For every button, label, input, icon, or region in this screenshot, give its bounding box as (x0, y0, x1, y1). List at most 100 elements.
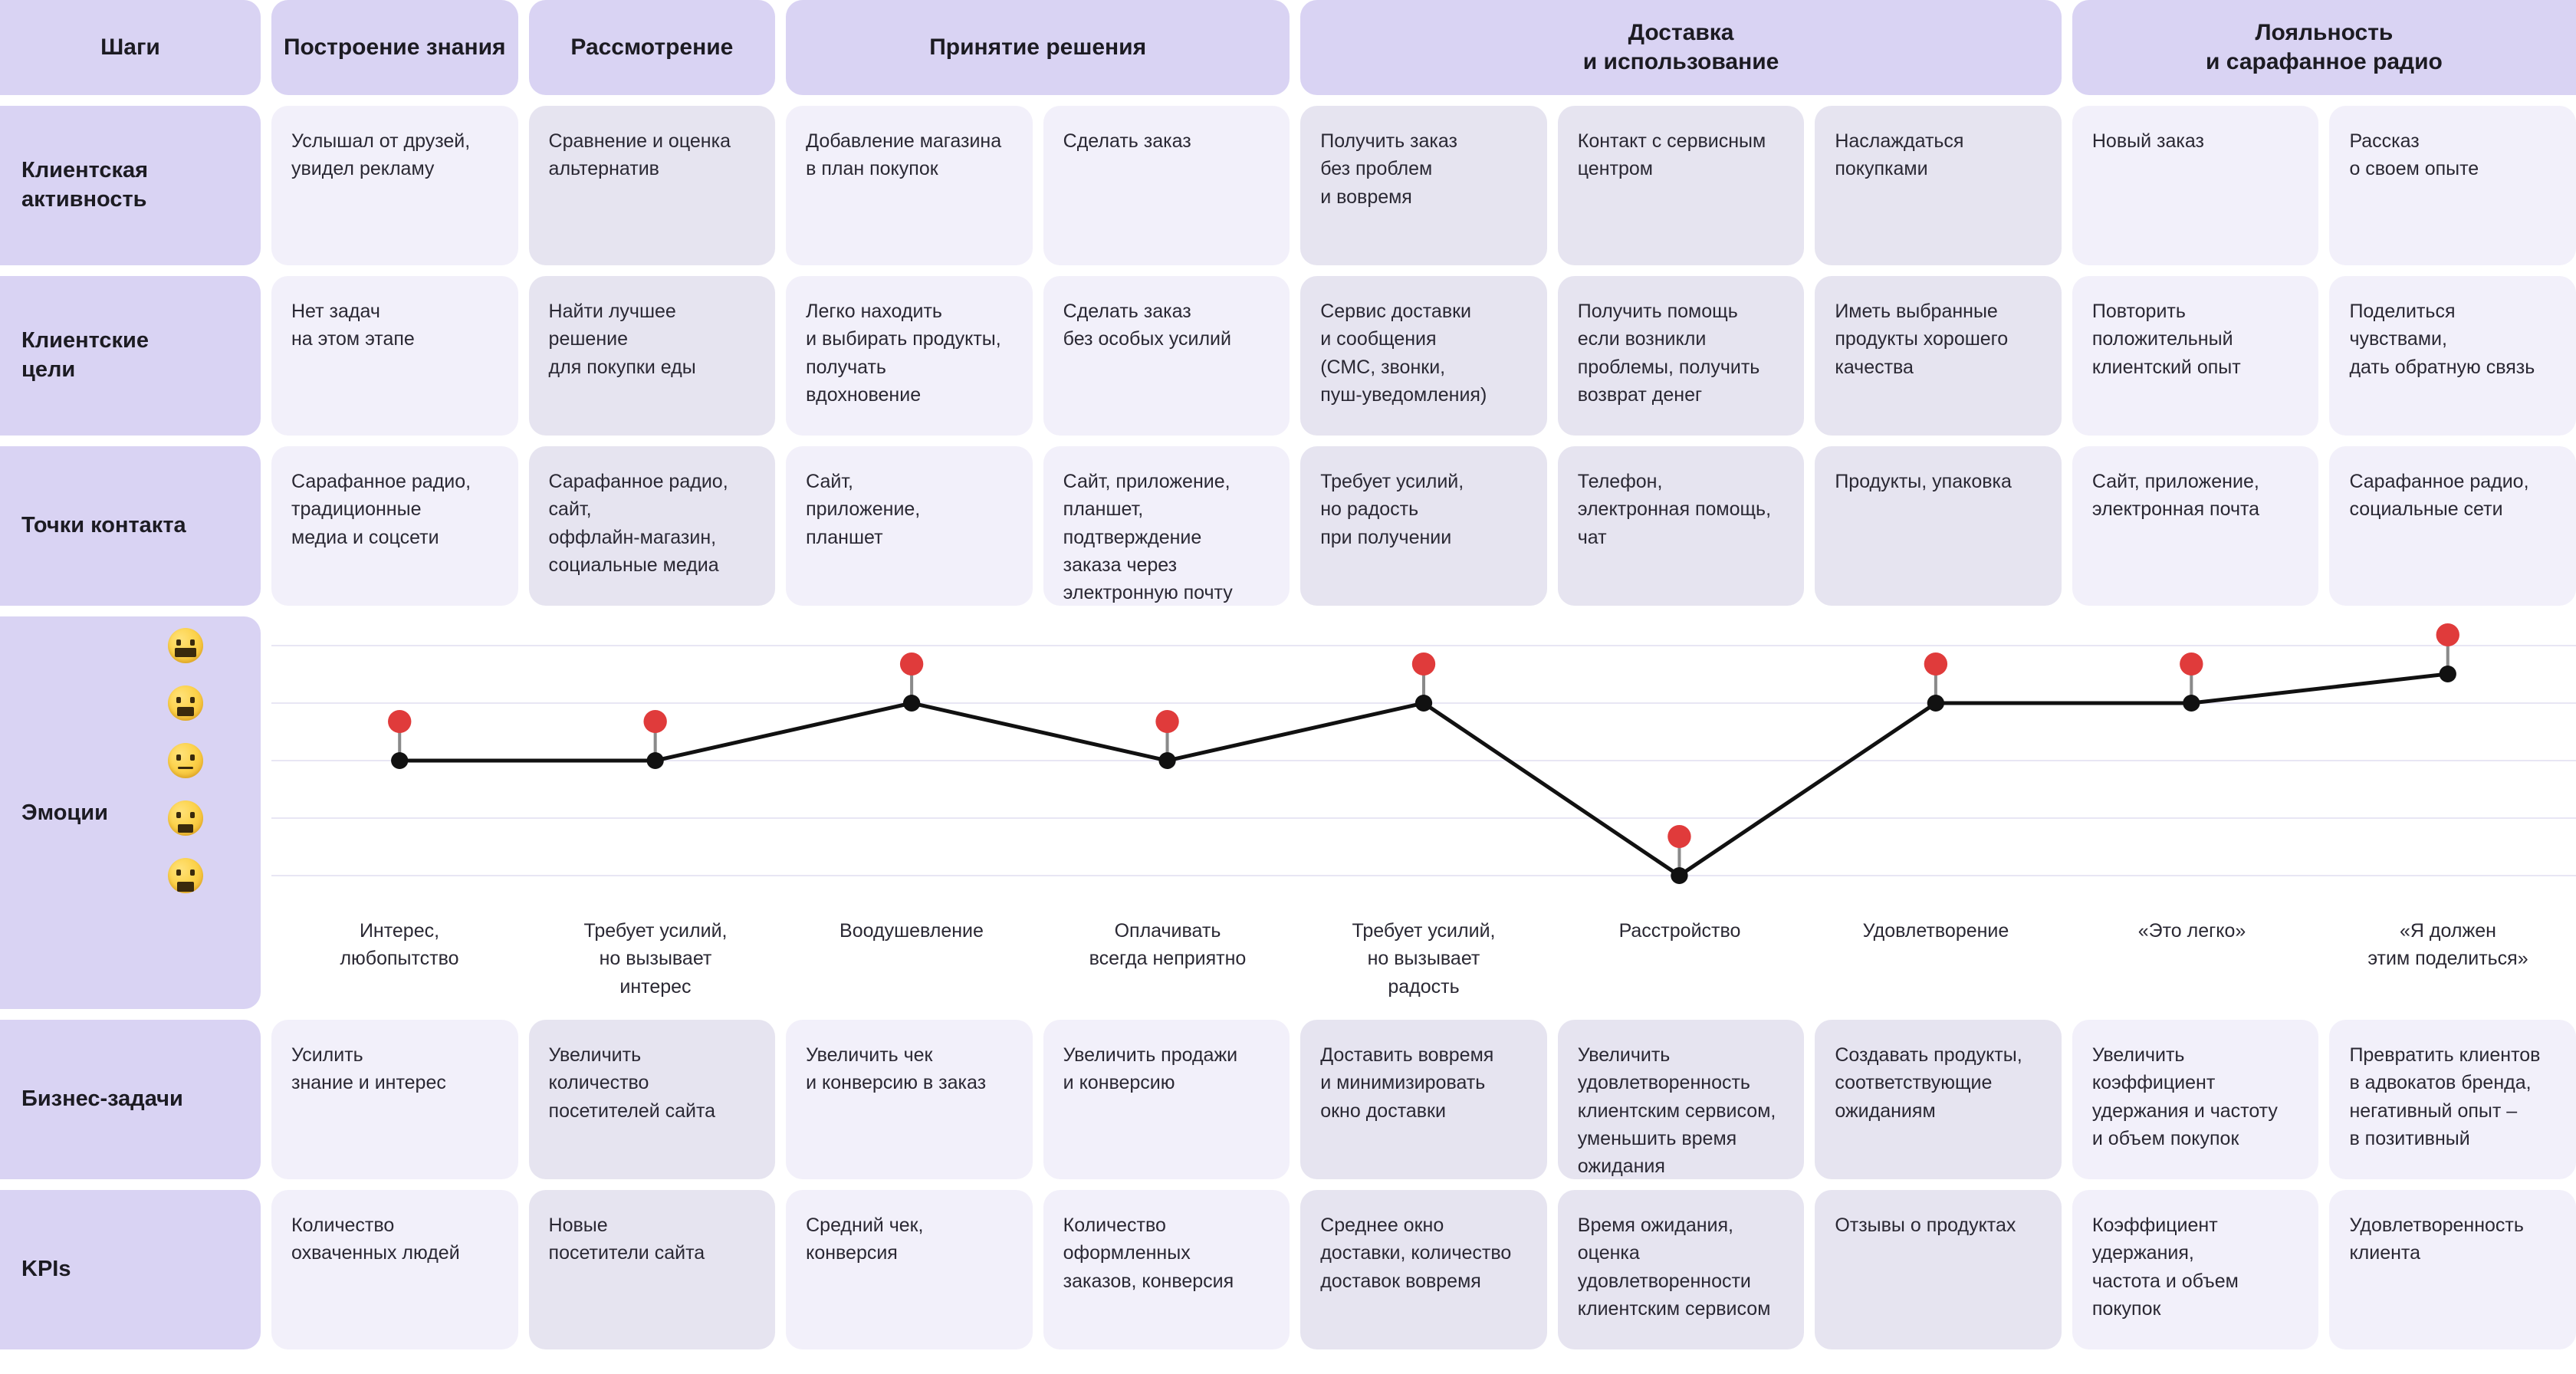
header-steps-label: Шаги (0, 0, 261, 95)
cell-text: Сарафанное радио, сайт, оффлайн-магазин,… (548, 471, 728, 576)
cell-text: Новый заказ (2091, 130, 2204, 152)
header-group-label: Доставка и использование (1582, 19, 1779, 74)
emotions-data-points (388, 623, 2459, 884)
cell-text: Новые посетители сайта (548, 1215, 705, 1264)
frowning-face-icon (168, 858, 203, 893)
row-label-text: KPIs (21, 1257, 71, 1282)
table-cell: Коэффициент удержания, частота и объем п… (2072, 1190, 2319, 1349)
cell-text: Контакт с сервисным центром (1577, 130, 1766, 180)
cell-text: Сделать заказ (1063, 130, 1191, 152)
cell-text: Отзывы о продуктах (1835, 1215, 2016, 1236)
data-point (388, 710, 412, 769)
table-cell: Сделать заказ без особых усилий (1043, 276, 1290, 436)
data-point (1924, 652, 1948, 712)
row-label-text: Эмоции (21, 800, 108, 825)
header-group-label: Рассмотрение (570, 34, 734, 60)
table-cell: Средний чек, конверсия (786, 1190, 1033, 1349)
table-cell: Телефон, электронная помощь, чат (1557, 446, 1805, 606)
header-group-consideration: Рассмотрение (528, 0, 776, 95)
emotion-captions: Интерес, любопытство Требует усилий, но … (271, 917, 2576, 1007)
cell-text: Найти лучшее решение для покупки еды (548, 301, 696, 378)
table-cell: Среднее окно доставки, количество достав… (1300, 1190, 1547, 1349)
emotion-caption: Удовлетворение (1862, 920, 2009, 942)
row-label-customer-goals: Клиентские цели (0, 276, 261, 436)
cell-text: Сделать заказ без особых усилий (1063, 301, 1231, 350)
table-cell: Отзывы о продуктах (1815, 1190, 2062, 1349)
table-cell: Контакт с сервисным центром (1557, 106, 1805, 265)
data-point (1411, 652, 1436, 712)
row-label-text: Точки контакта (21, 513, 186, 538)
cell-text: Телефон, электронная помощь, чат (1577, 471, 1772, 548)
header-steps-text: Шаги (100, 34, 160, 60)
cell-text: Создавать продукты, соответствующие ожид… (1835, 1044, 2022, 1122)
cell-text: Иметь выбранные продукты хорошего качест… (1835, 301, 2009, 378)
table-cell: Иметь выбранные продукты хорошего качест… (1815, 276, 2062, 436)
data-point (899, 652, 924, 712)
emotion-caption: Требует усилий, но вызывает радость (1352, 920, 1496, 998)
cell-text: Удовлетворенность клиента (2349, 1215, 2524, 1264)
table-cell: Наслаждаться покупками (1815, 106, 2062, 265)
emotion-caption: Воодушевление (840, 920, 984, 942)
table-cell: Время ожидания, оценка удовлетворенности… (1557, 1190, 1805, 1349)
emotion-caption: «Это легко» (2137, 920, 2246, 942)
table-cell: Удовлетворенность клиента (2329, 1190, 2576, 1349)
cell-text: Сайт, приложение, электронная почта (2091, 471, 2260, 521)
slightly-smiling-face-icon (168, 685, 203, 721)
table-cell: Сравнение и оценка альтернатив (528, 106, 776, 265)
cell-text: Сарафанное радио, социальные сети (2349, 471, 2529, 521)
table-cell: Сделать заказ (1043, 106, 1290, 265)
emotions-chart-svg (271, 623, 2576, 884)
table-cell: Сервис доставки и сообщения (СМС, звонки… (1300, 276, 1547, 436)
cell-text: Количество охваченных людей (291, 1215, 460, 1264)
row-label-text: Бизнес-задачи (21, 1086, 183, 1112)
cell-text: Добавление магазина в план покупок (806, 130, 1002, 180)
cell-text: Получить заказ без проблем и вовремя (1320, 130, 1457, 208)
data-point (2180, 652, 2203, 712)
cell-text: Увеличить продажи и конверсию (1063, 1044, 1238, 1094)
table-cell: Продукты, упаковка (1815, 446, 2062, 606)
table-cell: Найти лучшее решение для покупки еды (528, 276, 776, 436)
header-group-label: Принятие решения (929, 34, 1147, 60)
data-point (643, 710, 667, 769)
cell-text: Увеличить чек и конверсию в заказ (806, 1044, 987, 1094)
cell-text: Повторить положительный клиентский опыт (2091, 301, 2241, 378)
cell-text: Требует усилий, но радость при получении (1320, 471, 1464, 548)
table-cell: Повторить положительный клиентский опыт (2072, 276, 2319, 436)
header-group-label: Построение знания (283, 34, 506, 60)
emotion-caption: Интерес, любопытство (340, 920, 459, 970)
row-label-touchpoints: Точки контакта (0, 446, 261, 606)
confused-face-icon (168, 800, 203, 836)
cell-text: Доставить вовремя и минимизировать окно … (1320, 1044, 1494, 1122)
cell-text: Услышал от друзей, увидел рекламу (291, 130, 471, 180)
cell-text: Продукты, упаковка (1835, 471, 2012, 492)
header-group-loyalty: Лояльность и сарафанное радио (2072, 0, 2576, 95)
cell-text: Среднее окно доставки, количество достав… (1320, 1215, 1512, 1292)
cell-text: Время ожидания, оценка удовлетворенности… (1577, 1215, 1771, 1320)
neutral-face-icon (168, 743, 203, 778)
grinning-face-icon (168, 628, 203, 663)
table-cell: Получить помощь если возникли проблемы, … (1557, 276, 1805, 436)
cell-text: Увеличить удовлетворенность клиентским с… (1577, 1044, 1776, 1177)
cell-text: Увеличить количество посетителей сайта (548, 1044, 716, 1122)
emotions-chart-area: Интерес, любопытство Требует усилий, но … (168, 616, 2576, 1009)
cell-text: Сарафанное радио, традиционные медиа и с… (291, 471, 472, 548)
table-cell: Услышал от друзей, увидел рекламу (271, 106, 518, 265)
table-cell: Добавление магазина в план покупок (786, 106, 1033, 265)
data-point (2436, 623, 2459, 682)
table-cell: Количество охваченных людей (271, 1190, 518, 1349)
cell-text: Сайт, приложение, планшет, подтверждение… (1063, 471, 1233, 603)
cell-text: Коэффициент удержания, частота и объем п… (2091, 1215, 2239, 1320)
table-cell: Создавать продукты, соответствующие ожид… (1815, 1020, 2062, 1179)
row-label-text: Клиентская активность (21, 158, 149, 212)
table-cell: Поделиться чувствами, дать обратную связ… (2329, 276, 2576, 436)
table-cell: Сайт, приложение, электронная почта (2072, 446, 2319, 606)
row-label-emotions: Эмоции (0, 616, 261, 1009)
table-cell: Усилить знание и интерес (271, 1020, 518, 1179)
table-cell: Новый заказ (2072, 106, 2319, 265)
cell-text: Легко находить и выбирать продукты, полу… (806, 301, 1001, 406)
table-cell: Легко находить и выбирать продукты, полу… (786, 276, 1033, 436)
table-cell: Сайт, приложение, планшет, подтверждение… (1043, 446, 1290, 606)
row-label-kpis: KPIs (0, 1190, 261, 1349)
table-cell: Получить заказ без проблем и вовремя (1300, 106, 1547, 265)
